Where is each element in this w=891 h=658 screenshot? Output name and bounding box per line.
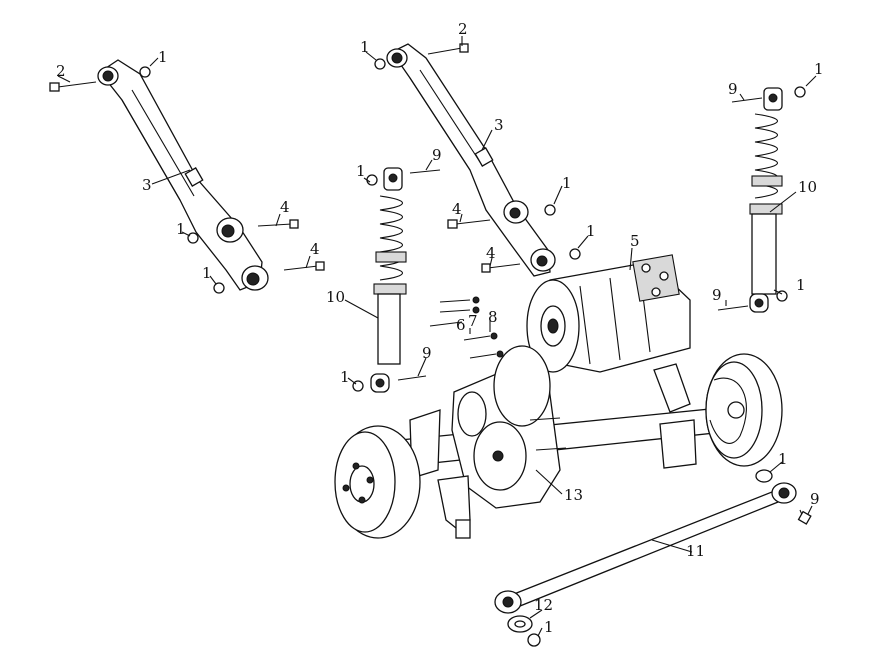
callout-label: 2 [56,62,66,80]
callout-label: 1 [340,368,350,386]
left-trailing-arm [97,59,269,291]
callout-label: 4 [280,198,290,216]
callout-label: 1 [202,264,212,282]
callout-label: 1 [544,618,554,636]
callout-label: 5 [630,232,640,250]
callout-label: 1 [562,174,572,192]
left-shock-absorber [352,167,441,393]
callout-label: 1 [796,276,806,294]
callout-label: 10 [326,288,345,306]
right-brake-drum [705,353,783,467]
left-arm-bolts [49,66,325,294]
callout-label: 3 [142,176,152,194]
middle-trailing-arm [386,43,556,277]
callout-label: 13 [564,486,583,504]
callout-label: 1 [176,220,186,238]
callout-label: 9 [712,286,722,304]
callout-label: 9 [432,146,442,164]
left-brake-drum [334,425,421,539]
callout-label: 12 [534,596,553,614]
rear-axle [399,363,725,479]
callout-label: 6 [456,316,466,334]
callout-label: 1 [586,222,596,240]
callout-label: 4 [486,244,496,262]
callout-label: 1 [778,450,788,468]
mounting-bolts-set [429,296,504,359]
callout-label: 11 [686,542,705,560]
callout-label: 1 [360,38,370,56]
callout-label: 7 [468,312,478,330]
callout-label: 1 [158,48,168,66]
right-shock-absorber [717,86,806,313]
callout-label: 4 [310,240,320,258]
callout-label: 2 [458,20,468,38]
callout-label: 10 [798,178,817,196]
leader-lines [57,36,817,637]
callout-label: 9 [810,490,820,508]
callout-label: 1 [356,162,366,180]
electric-motor [526,254,691,373]
middle-arm-bolts [374,43,581,273]
callout-label: 3 [494,116,504,134]
panhard-rod [494,469,812,647]
callout-label: 9 [422,344,432,362]
callout-label: 4 [452,200,462,218]
callout-label: 8 [488,308,498,326]
callout-labels: 2 1 3 4 4 1 1 1 2 3 1 4 1 4 5 1 9 10 1 9… [56,20,824,636]
gearbox-assembly [437,345,567,539]
callout-label: 9 [728,80,738,98]
callout-label: 1 [814,60,824,78]
